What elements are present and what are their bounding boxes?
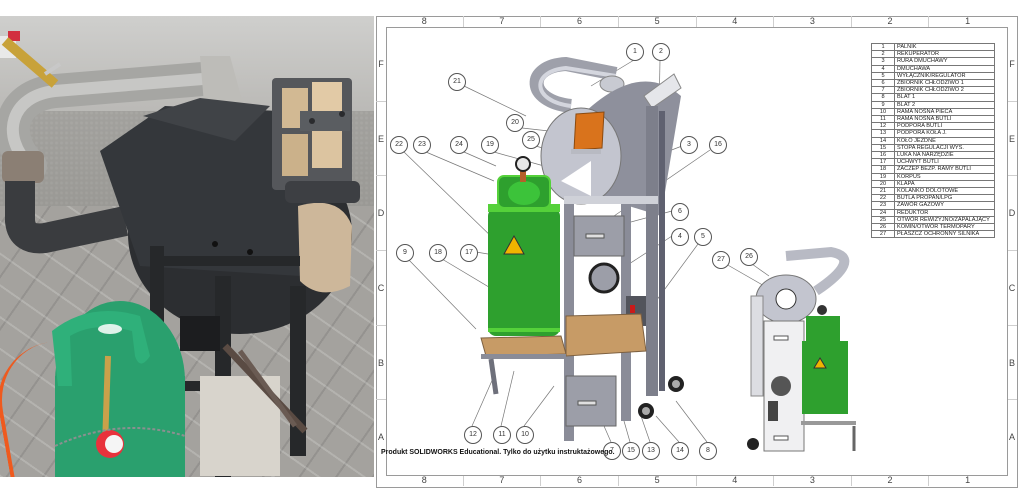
zone-c: C	[376, 250, 386, 325]
solidworks-educational-note: Produkt SOLIDWORKS Educational. Tylko do…	[381, 449, 615, 456]
gas-valve	[0, 31, 62, 88]
zone-4: 4	[695, 475, 774, 486]
balloon-24: 24	[450, 136, 468, 154]
zone-e: E	[1007, 100, 1017, 176]
zone-2: 2	[850, 475, 929, 486]
zone-8: 8	[421, 16, 427, 26]
zone-7: 7	[462, 475, 541, 486]
balloon-1: 1	[626, 43, 644, 61]
balloon-21: 21	[448, 73, 466, 91]
balloon-26: 26	[740, 248, 758, 266]
zone-b: B	[1007, 324, 1017, 400]
zone-8: 8	[421, 475, 427, 485]
balloon-16: 16	[709, 136, 727, 154]
balloon-22: 22	[390, 136, 408, 154]
balloon-17: 17	[460, 244, 478, 262]
propane-cylinder	[52, 301, 186, 477]
main-isometric-view	[480, 56, 684, 441]
balloon-2: 2	[652, 43, 670, 61]
balloon-5: 5	[694, 228, 712, 246]
zone-6: 6	[540, 475, 618, 486]
engineering-drawing: 8 7 6 5 4 3 2 1 8 7 6 5 4 3 2 1 F E D C …	[376, 16, 1020, 490]
zone-3: 3	[773, 16, 851, 27]
zone-5: 5	[617, 475, 696, 486]
zone-3: 3	[773, 475, 851, 486]
balloon-7: 7	[603, 442, 621, 460]
balloon-8: 8	[699, 442, 717, 460]
zone-6: 6	[540, 16, 618, 27]
balloon-18: 18	[429, 244, 447, 262]
balloon-25: 25	[522, 131, 540, 149]
zone-labels-right: F E D C B A	[1007, 27, 1017, 474]
forge-3d-model	[403, 56, 856, 452]
balloon-15: 15	[622, 442, 640, 460]
balloon-23: 23	[413, 136, 431, 154]
zone-1: 1	[928, 16, 1006, 27]
zone-5: 5	[617, 16, 696, 27]
zone-d: D	[376, 175, 386, 250]
balloon-10: 10	[516, 426, 534, 444]
balloon-20: 20	[506, 114, 524, 132]
balloon-13: 13	[642, 442, 660, 460]
side-view	[747, 246, 856, 452]
sheet-outer-border	[376, 16, 1018, 488]
zone-c: C	[1007, 250, 1017, 325]
zone-labels-left: F E D C B A	[376, 27, 386, 474]
sheet-inner-border	[386, 27, 1008, 476]
burner-pipe	[0, 56, 245, 254]
balloon-3: 3	[680, 136, 698, 154]
zone-d: D	[1007, 175, 1017, 250]
zone-2: 2	[850, 16, 929, 27]
forge-body	[100, 78, 360, 334]
zone-labels-top: 8 7 6 5 4 3 2 1	[386, 16, 1006, 27]
balloon-6: 6	[671, 203, 689, 221]
zone-f: F	[378, 58, 384, 69]
zone-b: B	[376, 324, 386, 400]
balloon-14: 14	[671, 442, 689, 460]
zone-4: 4	[695, 16, 774, 27]
balloon-19: 19	[481, 136, 499, 154]
zone-1: 1	[928, 475, 1006, 486]
zone-e: E	[376, 100, 386, 176]
zone-labels-bottom: 8 7 6 5 4 3 2 1	[386, 475, 1006, 486]
balloon-11: 11	[493, 426, 511, 444]
forge-photo	[0, 16, 374, 477]
balloon-27: 27	[712, 251, 730, 269]
zone-a: A	[376, 399, 386, 474]
zone-7: 7	[462, 16, 541, 27]
zone-f: F	[1009, 58, 1015, 69]
balloon-9: 9	[396, 244, 414, 262]
zone-a: A	[1007, 399, 1017, 474]
balloon-12: 12	[464, 426, 482, 444]
balloon-4: 4	[671, 228, 689, 246]
